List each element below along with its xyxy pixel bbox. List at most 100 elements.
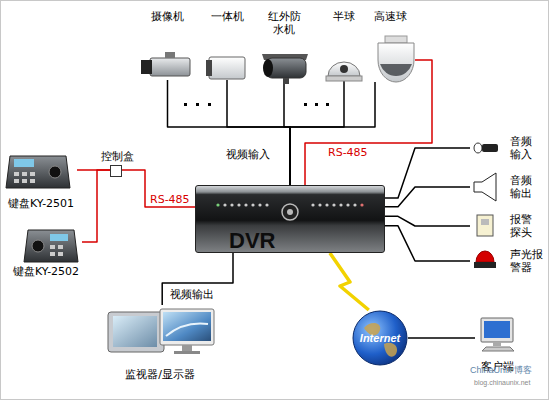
node-label: 监视器/显示器 [93, 368, 227, 381]
connector-label: RS-485 [328, 146, 368, 159]
watermark-text: blog.chinaunix.net [474, 378, 530, 387]
device-node: 声光报 警器 [470, 245, 546, 277]
camera-node: 高速球 [365, 10, 415, 82]
keyboard-key [58, 245, 63, 249]
node-label: 摄像机 [135, 10, 200, 23]
alarm-detector [477, 215, 493, 236]
keyboard-node: 键盘KY-2502 [10, 222, 82, 278]
camera-node: 半球 [320, 10, 368, 81]
dvr-led [325, 203, 328, 206]
keyboard-key [30, 179, 35, 183]
zoom-camera-body [209, 57, 245, 79]
dome-camera [328, 62, 360, 76]
keyboard-key [22, 179, 27, 183]
more-dot [326, 103, 329, 106]
node-label: 音频 输出 [510, 174, 546, 200]
crt-screen [113, 316, 157, 347]
more-dot [208, 103, 211, 106]
ir-camera-lens [263, 59, 273, 77]
cable-line [82, 170, 110, 242]
cable-line [385, 216, 470, 226]
node-label: 控制盒 [97, 150, 137, 163]
dvr-logo [282, 204, 298, 220]
lcd-foot [174, 351, 200, 354]
more-dot [315, 103, 318, 106]
microphone-body [482, 144, 498, 152]
camera-body [150, 58, 190, 76]
alarm-lamp-base [474, 262, 496, 268]
keyboard-node: 键盘KY-2501 [5, 148, 77, 210]
dvr-led [230, 203, 233, 206]
node-label: 半球 [320, 10, 368, 23]
camera-node: 一体机 [203, 10, 251, 80]
node-label: 高速球 [365, 10, 415, 23]
device-node: 报警 探头 [470, 210, 546, 242]
alarm-lamp [476, 251, 494, 262]
dvr-led [311, 203, 314, 206]
dvr-logo [287, 209, 293, 215]
cable-line [385, 226, 470, 261]
keyboard-key [50, 245, 55, 249]
keyboard-body [24, 230, 78, 262]
node-label: 红外防 水机 [266, 10, 302, 36]
keyboard-key [14, 172, 19, 176]
node-label: DVR [229, 229, 275, 253]
ir-camera-body [266, 58, 306, 78]
connector-label: 视频输出 [170, 288, 214, 301]
keyboard-joystick [49, 166, 61, 178]
camera-mount [165, 52, 175, 58]
dvr-led [237, 203, 240, 206]
cable-line [122, 170, 195, 207]
node-label: 键盘KY-2502 [0, 265, 94, 278]
ir-camera-mount [283, 78, 289, 84]
node-label: Internet [352, 310, 408, 366]
cable-line [290, 81, 344, 185]
dvr-led [360, 203, 363, 206]
keyboard-joystick [32, 240, 44, 252]
sun-shield [262, 54, 308, 60]
cable-line [385, 148, 470, 198]
keyboard-key [14, 179, 19, 183]
cable-line [162, 253, 233, 305]
dvr-led [223, 203, 226, 206]
device-node: 音频 输出 [470, 170, 546, 204]
more-dot [184, 103, 187, 106]
monitor-node: 监视器/显示器 [105, 305, 215, 381]
dvr-led [258, 203, 261, 206]
speed-dome-window [380, 64, 412, 76]
lcd-stand [182, 345, 192, 351]
cable-line [284, 84, 290, 185]
globe-land [384, 343, 397, 357]
internet-globe: Internet [352, 310, 408, 366]
node-label: 报警 探头 [510, 213, 546, 239]
zoom-camera-lens [206, 60, 212, 76]
keyboard-key [50, 252, 55, 256]
dome-base [326, 76, 362, 81]
watermark-text: ChinaUnix 博客 [470, 365, 532, 376]
lcd-screen [163, 312, 211, 341]
keyboard-key [22, 172, 27, 176]
cable-line [227, 80, 290, 185]
client-stand [493, 342, 501, 346]
connector-label: 视频输入 [226, 148, 270, 161]
cable-line [408, 337, 475, 339]
speed-dome-cap [385, 36, 407, 43]
more-dot [304, 103, 307, 106]
node-label: 一体机 [203, 10, 251, 23]
cable-line [290, 82, 375, 185]
node-label: 键盘KY-2501 [0, 197, 89, 210]
keyboard-screen [14, 159, 34, 167]
dvr-led [353, 203, 356, 206]
speaker-symbol [474, 173, 496, 201]
keyboard-screen [50, 234, 68, 241]
alarm-sensor [481, 219, 489, 225]
control-box: 控制盒 [110, 165, 122, 177]
client-keyboard [482, 347, 514, 351]
node-label: 音频 输入 [510, 135, 546, 161]
globe-circle [353, 311, 407, 365]
camera-node: 摄像机 [135, 10, 200, 80]
keyboard-key [30, 172, 35, 176]
dvr-led [339, 203, 342, 206]
dvr-led [216, 203, 219, 206]
